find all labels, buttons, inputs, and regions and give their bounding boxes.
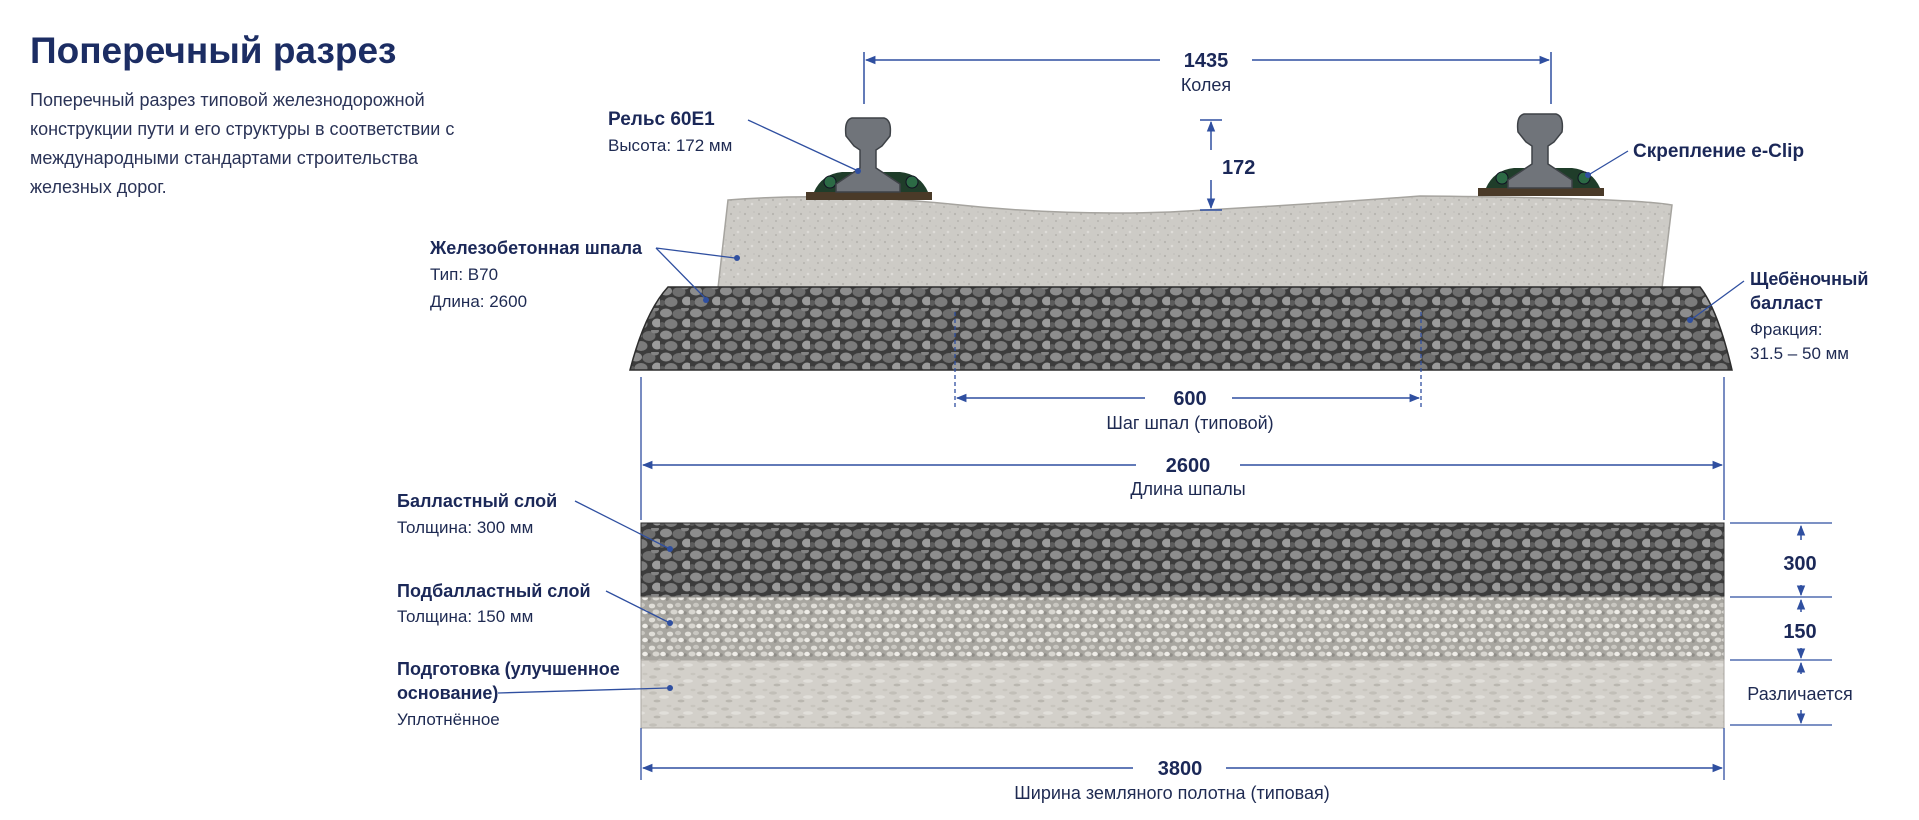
ballast-bed — [629, 286, 1733, 371]
formation-width-value: 3800 — [1158, 758, 1203, 780]
gauge-label: Колея — [1181, 75, 1231, 95]
tie-plate-left — [806, 192, 932, 200]
subgrade-layer-title-1: Подготовка (улучшенное — [397, 659, 620, 679]
rail-height-text: Высота: 172 мм — [608, 136, 732, 155]
sleeper-spacing-dimension: 600 Шаг шпал (типовой) — [954, 312, 1422, 433]
sleeper-length-text: Длина: 2600 — [430, 292, 527, 311]
tie-plate-right — [1478, 188, 1604, 196]
callout-sleeper: Железобетонная шпала Тип: В70 Длина: 260… — [429, 238, 740, 311]
sleeper-type: Тип: В70 — [430, 265, 498, 284]
rail-height-value: 172 — [1222, 157, 1255, 179]
subgrade-layer — [640, 659, 1725, 729]
gauge-dimension: 1435 Колея — [863, 50, 1552, 104]
ballast-layer — [640, 522, 1725, 598]
rail-profile-left — [835, 117, 901, 193]
formation-width-dimension: 3800 Ширина земляного полотна (типовая) — [640, 728, 1725, 803]
gauge-value: 1435 — [1184, 50, 1229, 72]
subgrade-layer-compaction: Уплотнённое — [397, 710, 500, 729]
callout-subgrade-layer: Подготовка (улучшенное основание) Уплотн… — [397, 659, 673, 729]
sleeper — [717, 195, 1673, 289]
callout-ballast: Щебёночный балласт Фракция: 31.5 – 50 мм — [1687, 269, 1868, 363]
callout-rail: Рельс 60E1 Высота: 172 мм — [608, 109, 861, 174]
sleeper-length-label: Длина шпалы — [1130, 479, 1245, 499]
subballast-layer-title: Подбалластный слой — [397, 581, 591, 601]
ballast-title-2: балласт — [1750, 293, 1823, 313]
callout-subballast-layer: Подбалластный слой Толщина: 150 мм — [397, 581, 673, 626]
rail-profile-right — [1507, 113, 1573, 189]
ballast-fraction-value: 31.5 – 50 мм — [1750, 344, 1849, 363]
sleeper-spacing-value: 600 — [1173, 388, 1206, 410]
sleeper-spacing-label: Шаг шпал (типовой) — [1106, 413, 1273, 433]
page-title: Поперечный разрез — [30, 30, 397, 71]
formation-width-label: Ширина земляного полотна (типовая) — [1014, 783, 1329, 803]
ballast-layer-title: Балластный слой — [397, 491, 557, 511]
subgrade-layer-title-2: основание) — [397, 683, 498, 703]
ballast-title-1: Щебёночный — [1750, 269, 1868, 289]
sleeper-length-value: 2600 — [1166, 455, 1211, 477]
rail-left — [806, 117, 932, 200]
rail-height-dimension: 172 — [1200, 119, 1255, 211]
callout-fastening: Скрепление e-Clip — [1585, 141, 1804, 178]
layer-thickness-dimensions: 300 150 Различается — [1730, 522, 1853, 726]
ballast-thickness-value: 300 — [1783, 553, 1816, 575]
rail-title: Рельс 60E1 — [608, 109, 715, 130]
rail-right — [1478, 113, 1604, 196]
subballast-layer-thickness: Толщина: 150 мм — [397, 607, 533, 626]
sleeper-length-dimension: 2600 Длина шпалы — [640, 377, 1725, 520]
page-description: Поперечный разрез типовой железнодорожно… — [30, 90, 455, 197]
fastening-title: Скрепление e-Clip — [1633, 141, 1804, 162]
callout-ballast-layer: Балластный слой Толщина: 300 мм — [397, 491, 673, 552]
ballast-fraction-label: Фракция: — [1750, 320, 1822, 339]
ballast-layer-thickness: Толщина: 300 мм — [397, 518, 533, 537]
subgrade-thickness-value: Различается — [1747, 684, 1852, 704]
sleeper-title: Железобетонная шпала — [429, 238, 643, 258]
subballast-thickness-value: 150 — [1783, 621, 1816, 643]
subballast-layer — [640, 596, 1725, 661]
